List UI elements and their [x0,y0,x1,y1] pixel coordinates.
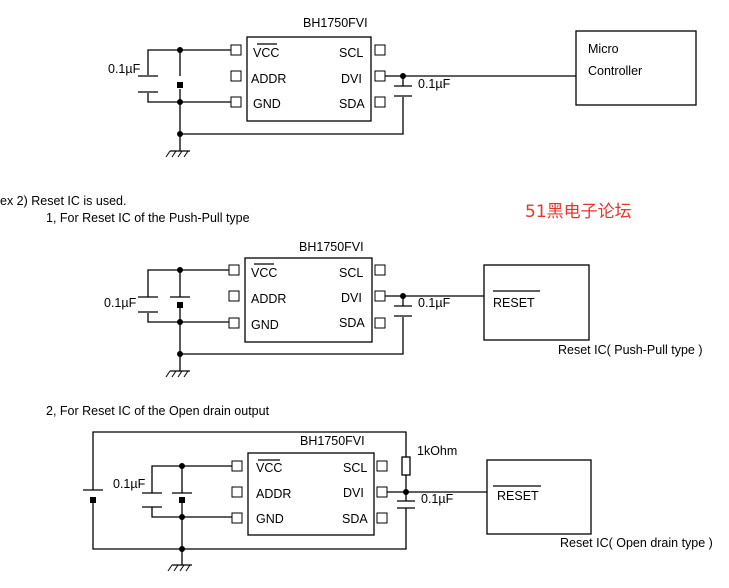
circuit-3: 2, For Reset IC of the Open drain output… [46,404,713,572]
cap-right-label-3: 0.1µF [421,492,454,506]
mcu-label-line1: Micro [588,42,619,56]
reset-ic-box-pushpull [483,264,590,341]
pin-dvi-label: DVI [343,486,364,500]
pin-dvi-label: DVI [341,291,362,305]
watermark: 51黑电子论坛 [525,202,632,222]
chip-body-2 [244,257,373,343]
chip-label-2: BH1750FVI [299,240,364,254]
pin-pad [230,44,242,56]
section3-title: 2, For Reset IC of the Open drain output [46,404,270,418]
reset-ic-box-opendrain [486,459,592,535]
pin-addr-label: ADDR [251,292,286,306]
chip-body-3 [247,452,375,536]
pin-vcc-label: VCC [253,46,279,60]
pin-pad [374,44,386,56]
pin-dvi-label: DVI [341,72,362,86]
pin-sda-label: SDA [339,316,365,330]
pin-pad [374,70,386,82]
pin-gnd-label: GND [253,97,281,111]
pin-pad [230,70,242,82]
ex2-heading: ex 2) Reset IC is used. [0,194,126,208]
pin-addr-label: ADDR [251,72,286,86]
pin-vcc-label: VCC [256,461,282,475]
pin-scl-label: SCL [339,46,363,60]
cap-right-label-2: 0.1µF [418,296,451,310]
pin-pad [230,96,242,108]
cap-right-label-1: 0.1µF [418,77,451,91]
cap-left-label-3: 0.1µF [113,477,146,491]
pin-gnd-label: GND [251,318,279,332]
microcontroller-box [575,30,697,106]
reset-caption-pushpull: Reset IC( Push-Pull type ) [558,343,703,357]
cap-left-label-1: 0.1µF [108,62,141,76]
pin-scl-label: SCL [339,266,363,280]
reset-label: RESET [493,296,535,310]
circuit-2: 1, For Reset IC of the Push-Pull type BH… [46,211,703,378]
reset-caption-opendrain: Reset IC( Open drain type ) [560,536,713,550]
section2-title: 1, For Reset IC of the Push-Pull type [46,211,250,225]
chip-label-3: BH1750FVI [300,434,365,448]
chip-body-1 [246,36,372,122]
pin-gnd-label: GND [256,512,284,526]
cap-left-label-2: 0.1µF [104,296,137,310]
resistor-label: 1kOhm [417,444,457,458]
pin-vcc-label: VCC [251,266,277,280]
circuit-1: BH1750FVI VCC ADDR GND SCL DVI SDA 0.1µF [108,16,697,158]
pin-pad [374,96,386,108]
pin-addr-label: ADDR [256,487,291,501]
mcu-label-line2: Controller [588,64,642,78]
pin-sda-label: SDA [342,512,368,526]
pin-sda-label: SDA [339,97,365,111]
chip-label-1: BH1750FVI [303,16,368,30]
pin-scl-label: SCL [343,461,367,475]
pullup-resistor [401,456,411,476]
reset-label: RESET [497,489,539,503]
